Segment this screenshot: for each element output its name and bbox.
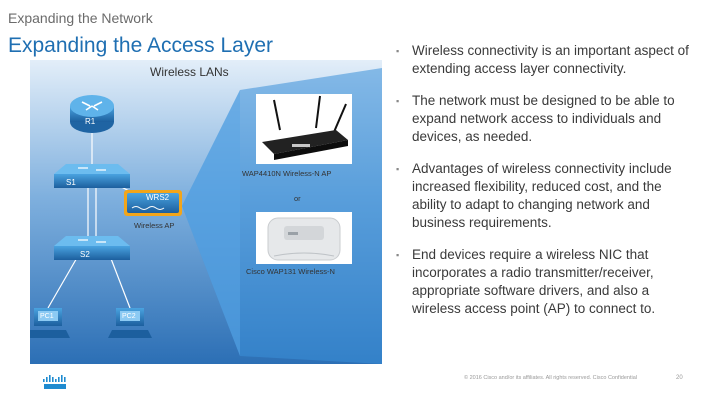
- product2-caption: Cisco WAP131 Wireless-N: [246, 267, 335, 276]
- cisco-logo-icon: [42, 374, 68, 390]
- footer-copyright: © 2016 Cisco and/or its affiliates. All …: [464, 375, 637, 381]
- pc2-label: PC2: [122, 313, 136, 320]
- product1-caption: WAP4410N Wireless-N AP: [242, 169, 331, 178]
- bullet-item: ▪ End devices require a wireless NIC that…: [396, 246, 696, 318]
- bullet-marker: ▪: [396, 42, 399, 60]
- bullet-text: End devices require a wireless NIC that …: [412, 247, 655, 316]
- ap-caption: Wireless AP: [134, 221, 174, 230]
- section-title: Expanding the Network: [8, 10, 153, 26]
- router-label: R1: [85, 117, 96, 126]
- bullet-marker: ▪: [396, 160, 399, 178]
- bullet-marker: ▪: [396, 92, 399, 110]
- router-r1-icon: [70, 95, 114, 133]
- wireless-lan-diagram: Wireless LANs R1 S1 WRS2 Wireless AP S2: [30, 60, 382, 364]
- pc1-label: PC1: [40, 313, 54, 320]
- bullet-item: ▪ Wireless connectivity is an important a…: [396, 42, 696, 78]
- bullet-item: ▪ Advantages of wireless connectivity inc…: [396, 160, 696, 232]
- or-text: or: [294, 194, 301, 203]
- bullet-marker: ▪: [396, 246, 399, 264]
- bullet-item: ▪ The network must be designed to be able…: [396, 92, 696, 146]
- bullet-text: The network must be designed to be able …: [412, 93, 675, 144]
- switch-s2-icon: [54, 236, 130, 260]
- page-number: 20: [676, 375, 683, 381]
- ap-label: WRS2: [146, 193, 170, 202]
- bullet-text: Advantages of wireless connectivity incl…: [412, 161, 672, 230]
- wap131-product-image: [256, 212, 352, 264]
- slide-title: Expanding the Access Layer: [8, 34, 273, 58]
- switch-s2-label: S2: [80, 250, 90, 259]
- switch-s1-label: S1: [66, 178, 76, 187]
- bullet-text: Wireless connectivity is an important as…: [412, 43, 689, 76]
- wap4410n-product-image: [256, 94, 352, 164]
- bullet-list: ▪ Wireless connectivity is an important a…: [396, 42, 696, 332]
- diagram-title: Wireless LANs: [150, 65, 229, 79]
